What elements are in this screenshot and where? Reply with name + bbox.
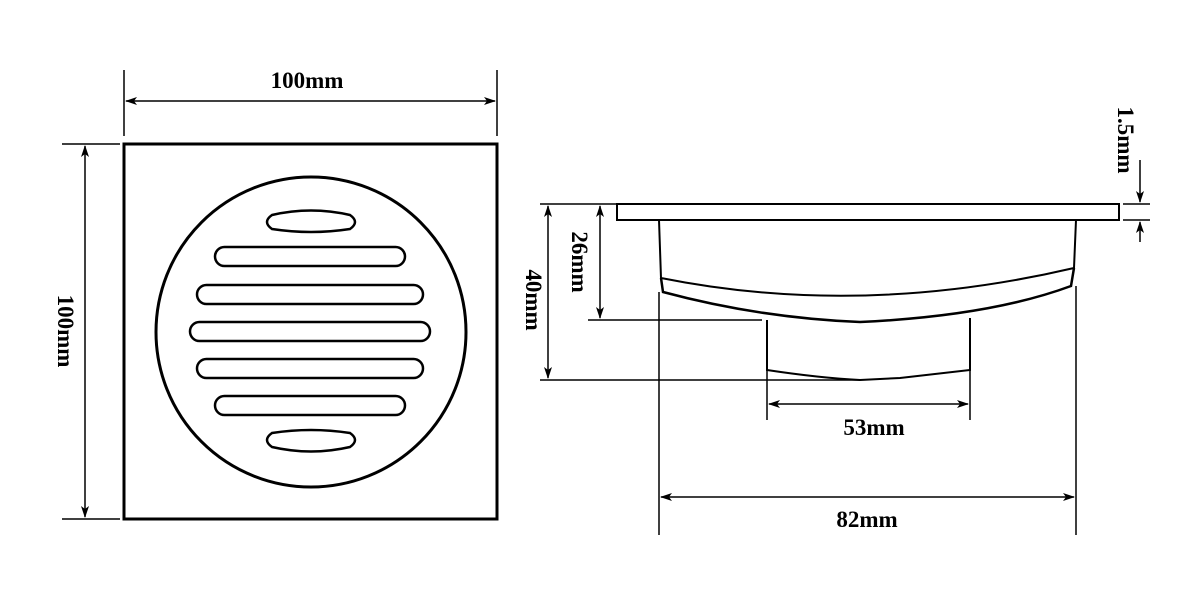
grate-slot [188,320,432,343]
grate-slot [213,394,407,417]
grate-slot [213,245,407,268]
side-view: 1.5mm 26mm 40mm 53mm 82mm [521,106,1150,535]
body-depth-label: 26mm [567,231,592,292]
flange-thickness-label: 1.5mm [1113,106,1138,173]
grate-slot [195,357,425,380]
width-label: 100mm [271,68,344,93]
total-depth-label: 40mm [521,269,546,330]
outlet-diameter-label: 53mm [843,415,904,440]
top-view: 100mm 100mm [53,68,499,521]
outlet-pipe [766,318,971,382]
drain-body [658,219,1077,297]
body-diameter-label: 82mm [836,507,897,532]
grate-slot-bottom [265,428,357,453]
height-label: 100mm [53,295,78,368]
grate-slot [195,283,425,306]
drain-square-plate [122,142,499,521]
drain-grate-circle [154,175,468,489]
flange [616,203,1120,221]
grate-slot-top [265,209,357,234]
drain-body-bottom [659,267,1076,324]
